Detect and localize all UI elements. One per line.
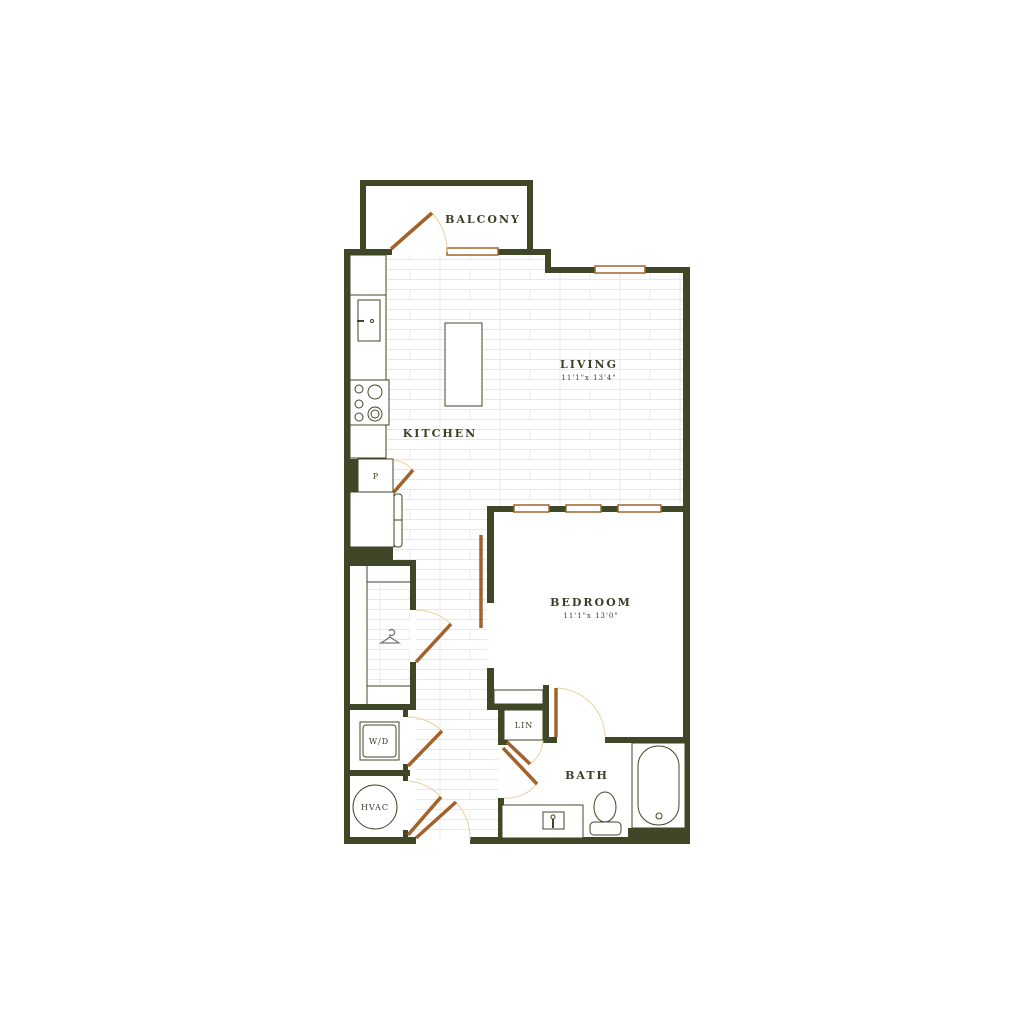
bath-hall-door	[501, 746, 539, 786]
fixtures	[349, 254, 686, 839]
pantry	[357, 458, 394, 493]
linen-closet	[503, 709, 544, 741]
bedroom-dimensions: 11'1"x 13'0"	[563, 612, 618, 620]
pantry-label: P	[373, 472, 379, 481]
entry-door	[414, 800, 458, 840]
window	[617, 504, 662, 513]
balcony-label: BALCONY	[445, 213, 521, 226]
hvac-label: HVAC	[361, 803, 389, 812]
doors	[389, 211, 606, 841]
hanger-icon	[378, 628, 402, 644]
kitchen-counter	[349, 254, 387, 459]
hvac-unit	[352, 784, 398, 830]
balcony-door	[389, 211, 434, 251]
kitchen-label: KITCHEN	[403, 427, 477, 440]
window	[594, 265, 646, 274]
hvac-door	[406, 795, 443, 837]
bath-label: BATH	[565, 769, 609, 782]
window	[446, 247, 499, 256]
linen-door	[505, 740, 532, 766]
window	[565, 504, 602, 513]
laundry-door	[406, 729, 444, 768]
pantry-door	[392, 468, 415, 494]
windows	[446, 247, 662, 513]
kitchen-island	[444, 322, 483, 407]
linen-label: LIN	[515, 721, 533, 730]
walls	[344, 180, 690, 844]
living-label: LIVING	[560, 358, 618, 371]
refrigerator	[349, 491, 395, 548]
living-dimensions: 11'1"x 13'4"	[561, 374, 616, 382]
bedroom-label: BEDROOM	[550, 596, 632, 609]
toilet	[593, 791, 617, 823]
laundry-label: W/D	[369, 737, 389, 746]
closet-door	[414, 622, 453, 664]
window	[513, 504, 550, 513]
